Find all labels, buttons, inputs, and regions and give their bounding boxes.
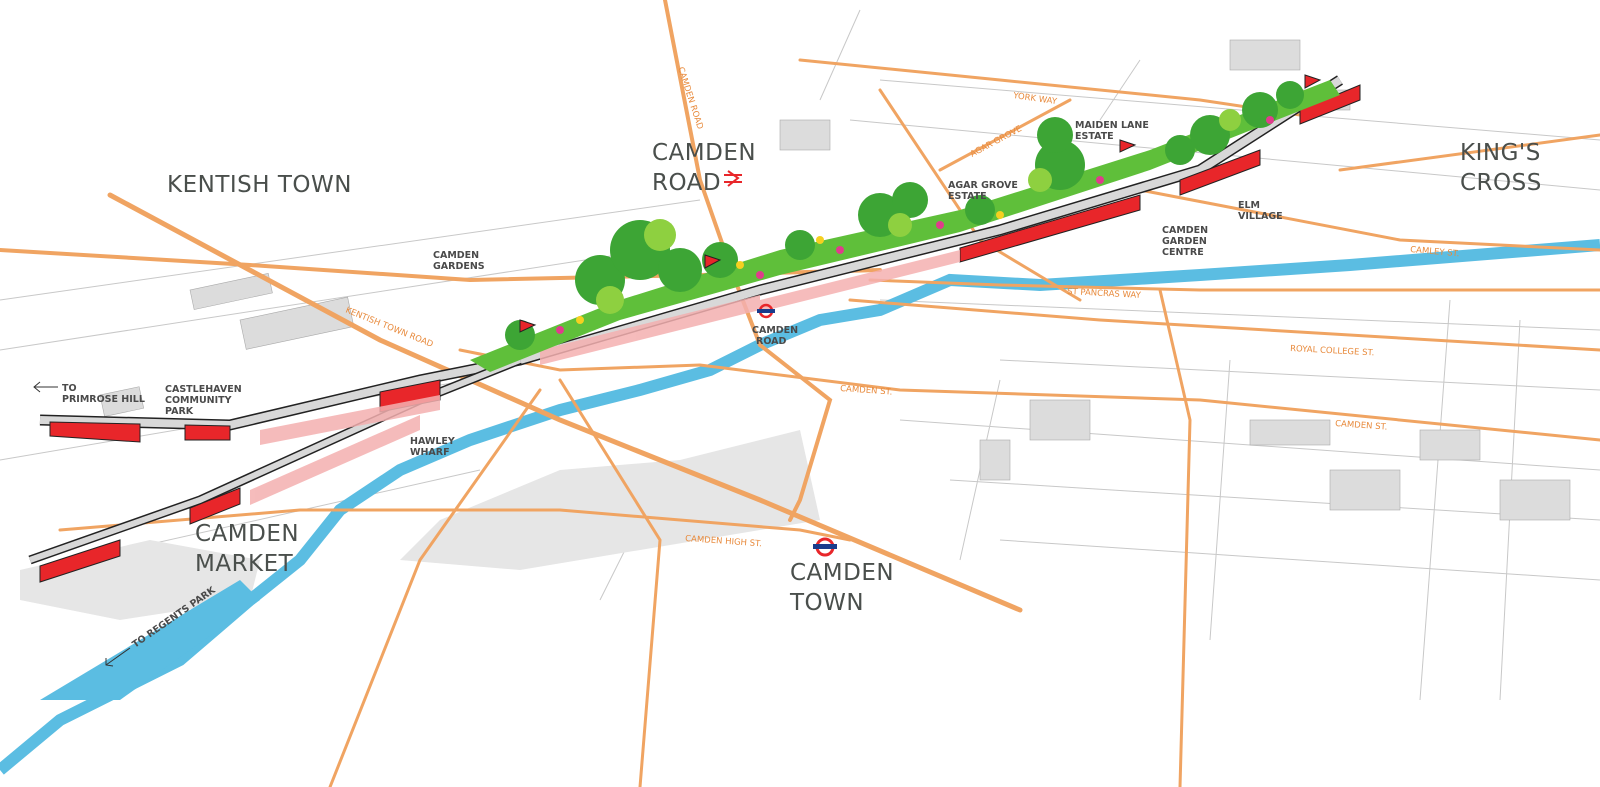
viaduct	[28, 75, 1361, 583]
road-label-agar-grove: AGAR GROVE	[969, 124, 1024, 160]
flags	[519, 74, 1322, 333]
label-elm-village-2: VILLAGE	[1238, 211, 1283, 222]
label-primrose-1: TO	[62, 383, 77, 394]
label-castlehaven-2: COMMUNITY	[165, 395, 232, 406]
label-castlehaven-3: PARK	[165, 406, 194, 417]
road-label-camley-st: CAMLEY ST.	[1410, 245, 1460, 259]
road-label-york-way: YORK WAY	[1012, 91, 1059, 107]
label-maiden-lane-2: ESTATE	[1075, 131, 1114, 142]
label-camden-road-1: CAMDEN	[652, 140, 756, 166]
label-camden-market-2: MARKET	[195, 551, 294, 577]
label-primrose-2: PRIMROSE HILL	[62, 394, 145, 405]
market-ground	[400, 430, 820, 570]
label-camden-town-1: CAMDEN	[790, 560, 894, 586]
label-castlehaven-1: CASTLEHAVEN	[165, 384, 242, 395]
label-agar-grove-estate-2: ESTATE	[948, 191, 987, 202]
national-rail-icon	[724, 170, 742, 187]
label-camden-market-1: CAMDEN	[195, 521, 299, 547]
arrow-left-icon	[33, 381, 58, 393]
label-kentish-town: KENTISH TOWN	[167, 172, 352, 198]
underground-roundel-icon	[757, 303, 775, 319]
elevated-garden	[470, 74, 1340, 372]
label-kings-cross-1: KING'S	[1460, 140, 1541, 166]
label-agar-grove-estate-1: AGAR GROVE	[948, 180, 1018, 191]
arrow-down-left-icon	[105, 647, 131, 667]
road-label-camden-high-st: CAMDEN HIGH ST.	[685, 534, 762, 549]
road-label-camden-st-1: CAMDEN ST.	[840, 384, 893, 398]
label-maiden-lane-1: MAIDEN LANE	[1075, 120, 1149, 131]
label-camden-town-2: TOWN	[789, 590, 864, 616]
label-hawley-2: WHARF	[410, 447, 450, 458]
label-kings-cross-2: CROSS	[1460, 170, 1542, 196]
road-label-camden-st-2: CAMDEN ST.	[1335, 419, 1388, 433]
underground-roundel-icon	[813, 537, 837, 557]
label-camden-gardens-1: CAMDEN	[433, 250, 479, 261]
label-elm-village-1: ELM	[1238, 200, 1260, 211]
label-garden-centre-1: CAMDEN	[1162, 225, 1208, 236]
label-hawley-1: HAWLEY	[410, 436, 455, 447]
road-label-st-pancras-way: ST PANCRAS WAY	[1067, 287, 1142, 301]
label-camden-road-2: ROAD	[652, 170, 721, 196]
label-garden-centre-2: GARDEN	[1162, 236, 1207, 247]
label-station-camden-road-2: ROAD	[756, 336, 786, 347]
label-station-camden-road-1: CAMDEN	[752, 325, 798, 336]
canal-basin	[40, 580, 260, 700]
label-garden-centre-3: CENTRE	[1162, 247, 1204, 258]
road-label-royal-college-st: ROYAL COLLEGE ST.	[1290, 344, 1375, 358]
label-camden-gardens-2: GARDENS	[433, 261, 485, 272]
